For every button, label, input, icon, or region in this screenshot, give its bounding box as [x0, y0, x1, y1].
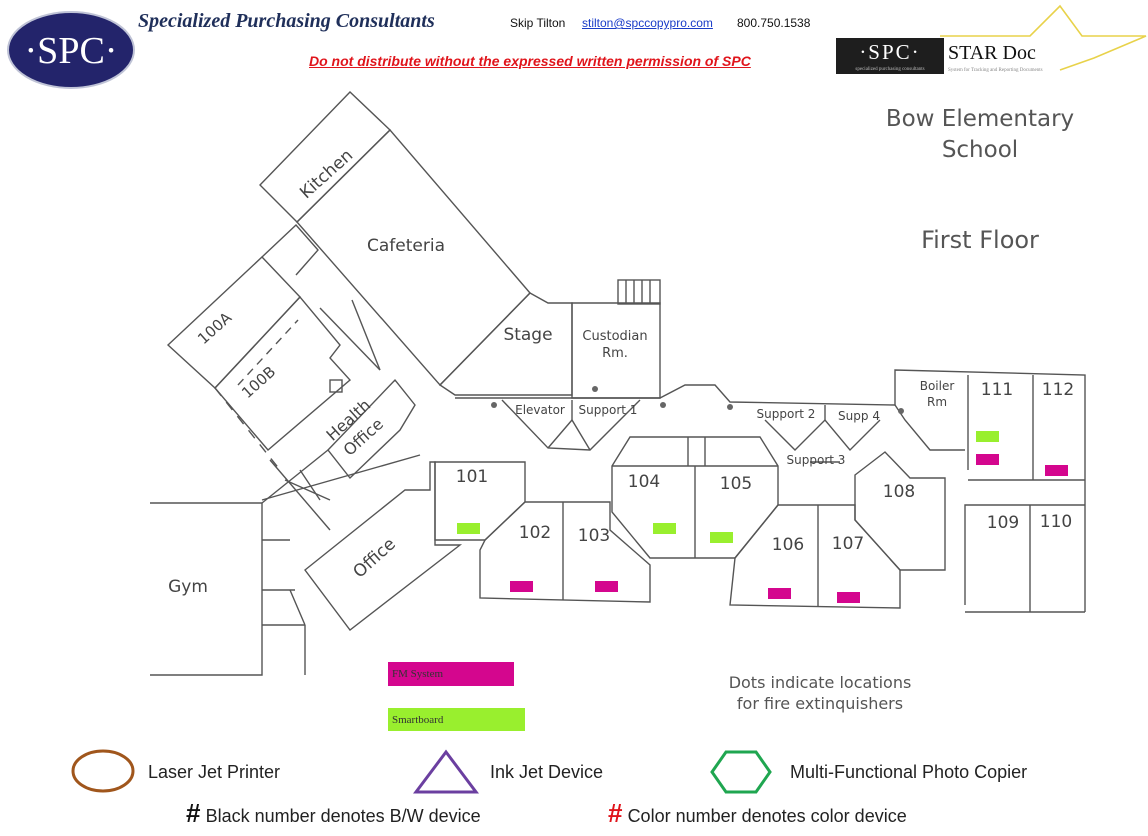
room-label-elevator: Elevator [515, 403, 565, 417]
room-label-109: 109 [987, 513, 1019, 533]
black-hash-icon: # [186, 798, 201, 828]
floor-title: First Floor [921, 226, 1039, 254]
rooms-106-107-outline [729, 504, 901, 609]
fire-extinguisher-note-line2: for fire extinquishers [736, 694, 904, 713]
star-logo-mark-subtitle: specialized purchasing consultants [855, 67, 924, 72]
room-label-boiler-1: Boiler [920, 379, 955, 393]
star-logo-mark: ·SPC· [859, 40, 920, 64]
room-label-supp4: Supp 4 [838, 409, 880, 423]
room-label-kitchen: Kitchen [296, 145, 357, 203]
legend-smartboard: Smartboard [388, 708, 525, 731]
room-label-111: 111 [981, 380, 1013, 400]
room-label-stage: Stage [503, 325, 552, 345]
room-label-104: 104 [628, 472, 660, 492]
room-label-103: 103 [578, 526, 610, 546]
school-title: Bow Elementary School [860, 104, 1100, 166]
rooms-102-103-outline [479, 501, 651, 603]
room-label-support2: Support 2 [757, 407, 816, 421]
smartboard-marker-111 [976, 431, 999, 442]
room-label-support1: Support 1 [579, 403, 638, 417]
room-label-office: Office [350, 534, 400, 582]
legend-ink-jet: Ink Jet Device [490, 762, 604, 782]
room-label-101: 101 [456, 467, 488, 487]
room-label-boiler-2: Rm [927, 395, 947, 409]
room-label-110: 110 [1040, 512, 1072, 532]
walls [150, 91, 1086, 676]
room-label-108: 108 [883, 482, 915, 502]
distribution-warning: Do not distribute without the expressed … [309, 53, 751, 69]
fm-system-marker-107 [837, 592, 860, 603]
room-100b-outline [214, 295, 352, 451]
room-label-106: 106 [772, 535, 804, 555]
fm-system-marker-106 [768, 588, 791, 599]
fm-system-marker-102 [510, 581, 533, 592]
legend-color-note-text: Color number denotes color device [627, 806, 907, 826]
fire-extinguisher-dot [660, 402, 666, 408]
smartboard-marker-101 [457, 523, 480, 534]
school-title-line2: School [941, 137, 1019, 163]
kitchen-outline [259, 91, 392, 223]
fire-extinguisher-note-line1: Dots indicate locations [728, 673, 912, 692]
contact-name: Skip Tilton [510, 16, 566, 30]
room-label-gym: Gym [168, 577, 208, 597]
red-hash-icon: # [608, 798, 623, 828]
company-name: Specialized Purchasing Consultants [138, 10, 435, 32]
star-logo-product: STAR Doc [948, 42, 1036, 64]
copier-hexagon-icon [710, 750, 772, 794]
legend-bw-note-text: Black number denotes B/W device [205, 806, 481, 826]
spc-logo-text: ·SPC· [25, 30, 118, 72]
room-label-100b: 100B [238, 363, 279, 402]
room-label-102: 102 [519, 523, 551, 543]
fire-extinguishers [491, 386, 904, 414]
fire-extinguisher-note: Dots indicate locations for fire extinqu… [700, 672, 940, 714]
contact-email-link[interactable]: stilton@spccopypro.com [582, 16, 713, 30]
star-doc-logo: ·SPC· specialized purchasing consultants… [836, 4, 1147, 74]
star-outline-icon [940, 4, 1147, 71]
fire-extinguisher-dot [727, 404, 733, 410]
smartboard-marker-105 [710, 532, 733, 543]
legend-copier: Multi-Functional Photo Copier [790, 762, 1028, 782]
fire-extinguisher-dot [491, 402, 497, 408]
star-logo-tagline: System for Tracking and Reporting Docume… [948, 68, 1043, 73]
room-label-support3: Support 3 [787, 453, 846, 467]
room-label-custodian-1: Custodian [582, 329, 647, 344]
equipment-markers [457, 431, 1068, 603]
legend-bw-note: # Black number denotes B/W device [186, 798, 481, 829]
fm-system-marker-111 [976, 454, 999, 465]
legend-fm-system: FM System [388, 662, 514, 686]
ink-jet-triangle-icon [413, 749, 479, 794]
legend-color-note: # Color number denotes color device [608, 798, 907, 829]
legend-laser-jet: Laser Jet Printer [148, 762, 281, 782]
room-label-107: 107 [832, 534, 864, 554]
spc-logo: ·SPC· [7, 11, 135, 89]
room-108-outline [854, 451, 946, 571]
office-outline [304, 461, 463, 631]
health-office-outline [327, 378, 416, 480]
room-label-custodian-2: Rm. [602, 346, 628, 361]
fm-system-marker-103 [595, 581, 618, 592]
school-title-line1: Bow Elementary [885, 106, 1075, 132]
room-label-cafeteria: Cafeteria [367, 236, 445, 256]
fm-system-marker-112 [1045, 465, 1068, 476]
smartboard-marker-104 [653, 523, 676, 534]
fire-extinguisher-dot [592, 386, 598, 392]
laser-jet-circle-icon [71, 749, 135, 793]
corridor-wall [455, 369, 1086, 612]
room-label-112: 112 [1042, 380, 1074, 400]
contact-phone: 800.750.1538 [737, 16, 811, 30]
fire-extinguisher-dot [898, 408, 904, 414]
room-label-105: 105 [720, 474, 752, 494]
